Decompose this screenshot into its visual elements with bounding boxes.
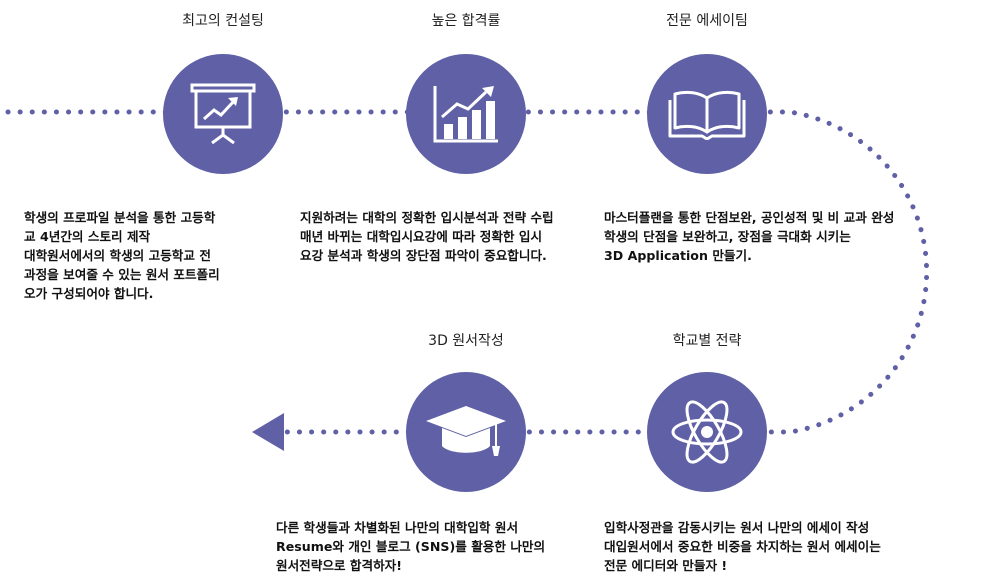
desc-line: 3D Application 만들기. [604,248,752,263]
step-desc-consulting: 학생의 프로파일 분석을 통한 고등학 교 4년간의 스토리 제작 대학원서에서… [24,208,220,303]
desc-line: 과정을 보여줄 수 있는 원서 포트폴리 [24,267,220,282]
graduation-cap-icon [426,406,506,456]
step-circle-school-strategy [647,372,767,492]
step-desc-pass-rate: 지원하려는 대학의 정확한 입시분석과 전략 수립 매년 바뀌는 대학입시요강에… [300,208,554,265]
atom-icon [671,400,743,464]
desc-line: 대입원서에서 중요한 비중을 차지하는 원서 에세이는 [604,539,881,554]
step-desc-school-strategy: 입학사정관을 감동시키는 원서 나만의 에세이 작성 대입원서에서 중요한 비중… [604,518,881,575]
desc-line: 대학원서에서의 학생의 고등학교 전 [24,248,211,263]
step-desc-essay: 마스터플랜을 통한 단점보완, 공인성적 및 비 교과 완성 학생의 단점을 보… [604,208,894,265]
step-title-application: 3D 원서작성 [428,333,504,349]
desc-line: 다른 학생들과 차별화된 나만의 대학입학 원서 [276,520,519,535]
desc-line: Resume와 개인 블로그 (SNS)를 활용한 나만의 [276,539,546,554]
desc-line: 매년 바뀌는 대학입시요강에 따라 정확한 입시 [300,229,543,244]
desc-line: 전문 에디터와 만들자 ! [604,558,728,573]
arrow-head-icon [252,413,284,451]
open-book-icon [668,90,746,140]
desc-line: 교 4년간의 스토리 제작 [24,229,151,244]
desc-line: 요강 분석과 학생의 장단점 파악이 중요합니다. [300,248,547,263]
bar-chart-growth-icon [433,86,498,143]
step-circle-application [406,372,526,492]
step-title-pass-rate: 높은 합격률 [431,13,501,29]
desc-line: 오가 구성되어야 합니다. [24,286,154,301]
step-circle-pass-rate [406,54,526,174]
presentation-chart-icon [190,83,256,145]
step-title-consulting: 최고의 컨설팅 [182,13,264,29]
step-title-essay: 전문 에세이팀 [666,13,748,29]
desc-line: 원서전략으로 합격하자! [276,558,402,573]
step-circle-consulting [163,54,283,174]
desc-line: 마스터플랜을 통한 단점보완, 공인성적 및 비 교과 완성 [604,210,895,225]
desc-line: 지원하려는 대학의 정확한 입시분석과 전략 수립 [300,210,554,225]
desc-line: 입학사정관을 감동시키는 원서 나만의 에세이 작성 [604,520,870,535]
desc-line: 학생의 프로파일 분석을 통한 고등학 [24,210,216,225]
step-desc-application: 다른 학생들과 차별화된 나만의 대학입학 원서 Resume와 개인 블로그 … [276,518,545,575]
desc-line: 학생의 단점을 보완하고, 장점을 극대화 시키는 [604,229,851,244]
step-title-school-strategy: 학교별 전략 [672,333,742,349]
step-circle-essay [647,54,767,174]
